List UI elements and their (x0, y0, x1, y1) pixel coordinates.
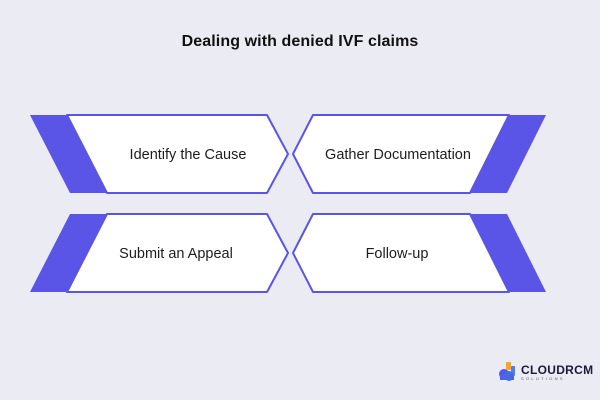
company-logo: CLOUDRCM SOLUTIONS (497, 358, 593, 386)
step-label: Identify the Cause (130, 147, 247, 163)
step-box (292, 114, 510, 194)
step-follow-up: Follow-up (292, 213, 546, 293)
logo-wordmark: CLOUDRCM (521, 362, 594, 377)
step-accent-band (30, 214, 107, 292)
step-gather-documentation: Gather Documentation (292, 114, 546, 194)
step-accent-band (470, 115, 546, 193)
step-box (66, 213, 289, 293)
step-label: Gather Documentation (325, 147, 471, 163)
step-label: Submit an Appeal (119, 246, 233, 262)
step-identify-the-cause: Identify the Cause (30, 114, 289, 194)
step-accent-band (470, 214, 546, 292)
step-box (292, 213, 510, 293)
logo-subtitle: SOLUTIONS (521, 375, 565, 381)
step-accent-band (30, 115, 107, 193)
step-submit-an-appeal: Submit an Appeal (30, 213, 289, 293)
page-title: Dealing with denied IVF claims (181, 33, 419, 50)
step-label: Follow-up (366, 246, 429, 262)
cloudrcm-logo-icon (499, 362, 515, 381)
step-box (66, 114, 289, 194)
